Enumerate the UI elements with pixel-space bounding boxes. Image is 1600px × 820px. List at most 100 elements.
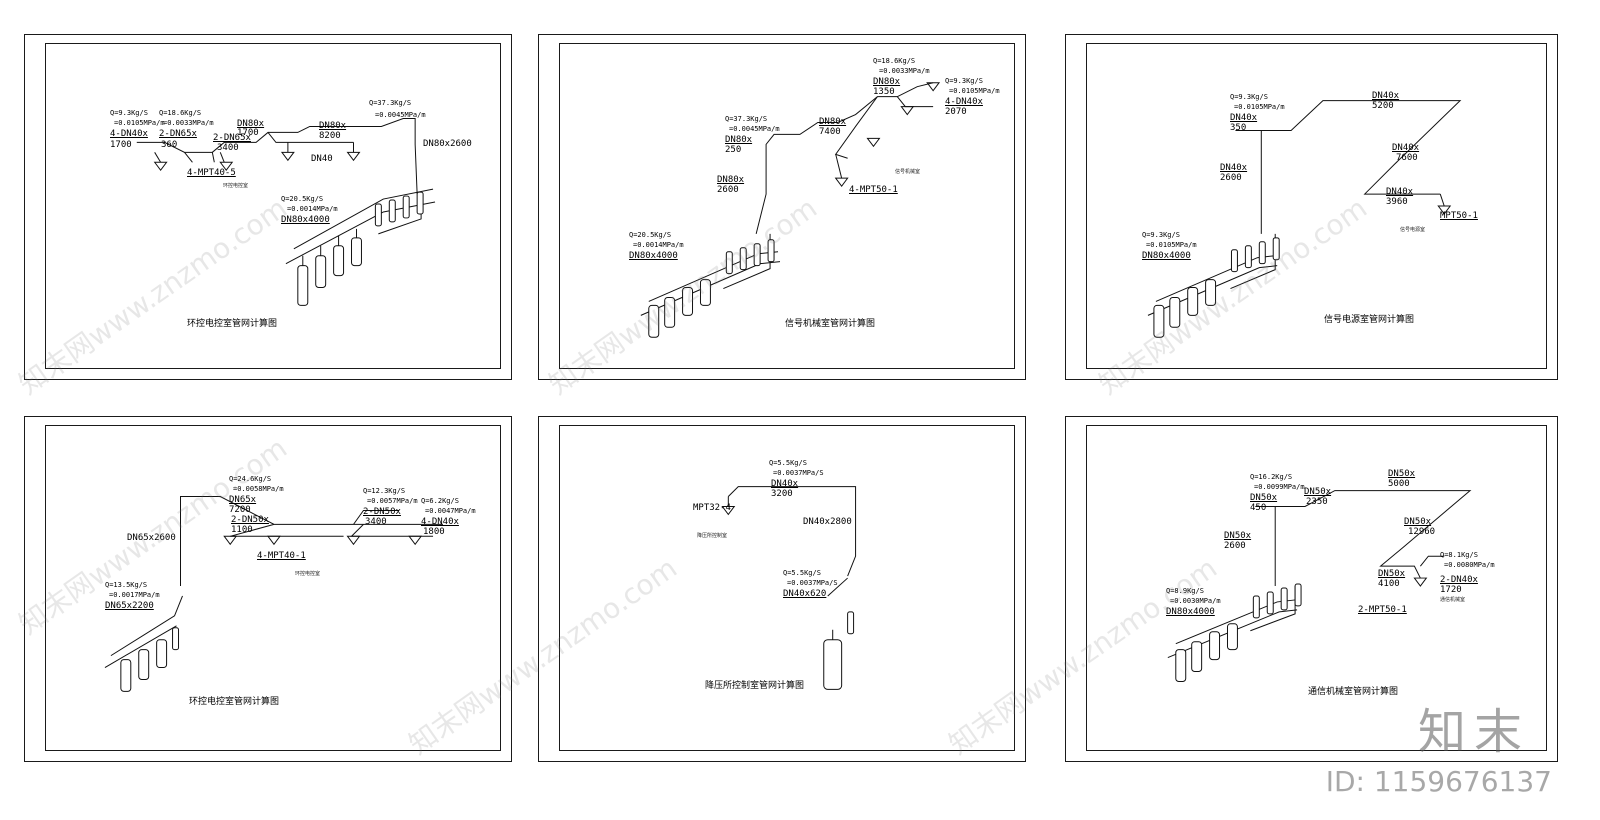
- pipe-size-label: 2-DN50x: [363, 507, 401, 517]
- drawing-sheet-3: Q=9.3Kg/S =0.0105MPa/m DN40x 350 DN40x 5…: [1065, 34, 1558, 380]
- pipe-size-label: DN40x: [1220, 163, 1248, 173]
- pipe-network-drawing-5: [721, 486, 857, 690]
- pipe-size-label: DN50x: [1388, 469, 1416, 479]
- drawing-caption: 通信机械室管网计算图: [1308, 687, 1399, 697]
- pressure-label: =0.0058MPa/m: [233, 485, 284, 493]
- pipe-size-label: DN40x: [1372, 91, 1400, 101]
- pressure-label: =0.0037MPa/S: [787, 579, 838, 587]
- flow-label: Q=13.5Kg/S: [105, 581, 148, 589]
- flow-label: Q=9.3Kg/S: [110, 109, 148, 117]
- flow-label: Q=16.2Kg/S: [1250, 473, 1293, 481]
- pipe-size-label: 2-DN50x: [231, 515, 269, 525]
- pipe-size-label: 2-DN65x: [159, 129, 197, 139]
- flow-label: Q=9.3Kg/S: [1142, 231, 1180, 239]
- pipe-length-label: 350: [1230, 123, 1247, 133]
- flow-label: Q=37.3Kg/S: [369, 99, 412, 107]
- cylinder-bank-4: [120, 627, 180, 692]
- sheet-frame: [45, 425, 501, 751]
- flow-label: Q=5.5Kg/S: [769, 459, 807, 467]
- pipe-network-drawing-2: [640, 82, 941, 338]
- pipe-size-label: DN50x: [1378, 569, 1406, 579]
- pipe-size-label: DN80x4000: [281, 215, 330, 225]
- pressure-label: =0.0057MPa/m: [367, 497, 418, 505]
- flow-label: Q=18.6Kg/S: [873, 57, 916, 65]
- cylinder-bank-5: [823, 611, 855, 690]
- pipe-length-label: 5000: [1388, 479, 1410, 489]
- pipe-size-label: DN65x: [229, 495, 257, 505]
- pipe-size-label: 4-DN40x: [421, 517, 459, 527]
- sheet-frame: [559, 43, 1015, 369]
- sheet-frame: [45, 43, 501, 369]
- cylinder-bank-6: [1175, 583, 1302, 682]
- drawing-caption: 环控电控室管网计算图: [187, 319, 278, 329]
- pipe-size-label: DN80x: [725, 135, 753, 145]
- pipe-size-label: DN40x: [1230, 113, 1258, 123]
- pipe-size-label: DN40x: [1392, 143, 1420, 153]
- pipe-length-label: 1720: [1440, 585, 1462, 595]
- pipe-size-label: DN80x: [319, 121, 347, 131]
- pipe-length-label: 360: [161, 140, 178, 150]
- cylinder-bank-1: [297, 191, 424, 306]
- drawing-sheet-5: Q=5.5Kg/S =0.0037MPa/S DN40x 3200 MPT32-…: [538, 416, 1026, 762]
- pressure-label: =0.0047MPa/m: [425, 507, 476, 515]
- pipe-length-label: 3960: [1386, 197, 1408, 207]
- pipe-size-label: DN80x: [873, 77, 901, 87]
- flow-label: Q=12.3Kg/S: [363, 487, 406, 495]
- pipe-size-label: DN80x: [717, 175, 745, 185]
- nozzle-label: 4-MPT40-1: [257, 551, 306, 561]
- pipe-length-label: 450: [1250, 503, 1267, 513]
- room-label: 通信机械室: [1440, 597, 1466, 603]
- flow-label: Q=6.2Kg/S: [421, 497, 459, 505]
- pipe-size-label: DN65x2600: [127, 533, 176, 543]
- pipe-network-drawing-4: [104, 496, 443, 692]
- pipe-size-label: DN50x: [1250, 493, 1278, 503]
- room-label: 环控电控室: [223, 183, 249, 189]
- nozzle-label: MPT50-1: [1440, 211, 1478, 221]
- pipe-length-label: 2600: [1224, 541, 1246, 551]
- pipe-network-drawing-3: [1147, 100, 1462, 338]
- drawing-caption: 降压所控制室管网计算图: [705, 681, 805, 691]
- nozzle-label: MPT32-4: [693, 503, 731, 513]
- pressure-label: =0.0014MPa/m: [633, 241, 684, 249]
- pipe-size-label: DN50x: [1404, 517, 1432, 527]
- pipe-size-label: DN80x: [237, 119, 265, 129]
- pipe-size-label: 2-DN40x: [1440, 575, 1478, 585]
- pipe-size-label: DN50x: [1304, 487, 1332, 497]
- drawing-caption: 环控电控室管网计算图: [189, 697, 280, 707]
- pipe-size-label: DN80x4000: [629, 251, 678, 261]
- pipe-network-drawing-1: [136, 118, 436, 306]
- flow-label: Q=8.9Kg/S: [1166, 587, 1204, 595]
- pipe-length-label: 2600: [717, 185, 739, 195]
- pipe-size-label: 4-DN40x: [945, 97, 983, 107]
- pipe-size-label: DN80x4000: [1166, 607, 1215, 617]
- flow-label: Q=18.6Kg/S: [159, 109, 202, 117]
- drawing-sheet-6: Q=16.2Kg/S =0.0099MPa/m DN50x 450 DN50x …: [1065, 416, 1558, 762]
- flow-label: Q=20.5Kg/S: [629, 231, 672, 239]
- pipe-length-label: 7200: [229, 505, 251, 515]
- pipe-network-drawing-6: [1167, 490, 1472, 682]
- pipe-size-label: DN65x2200: [105, 601, 154, 611]
- pipe-length-label: 1100: [231, 525, 253, 535]
- brand-id-label: ID: 1159676137: [1325, 765, 1552, 798]
- pressure-label: =0.0105MPa/m: [1146, 241, 1197, 249]
- flow-label: Q=9.3Kg/S: [1230, 93, 1268, 101]
- cylinder-bank-2: [648, 239, 775, 338]
- pipe-length-label: 7400: [819, 127, 841, 137]
- pressure-label: =0.0080MPa/m: [1444, 561, 1495, 569]
- pipe-size-label: DN40x: [1386, 187, 1414, 197]
- drawing-caption: 信号电源室管网计算图: [1324, 315, 1415, 325]
- pipe-length-label: 7600: [1396, 153, 1418, 163]
- pipe-length-label: 1350: [873, 87, 895, 97]
- pipe-length-label: 1700: [110, 140, 132, 150]
- pipe-size-label: DN40x620: [783, 589, 827, 599]
- pipe-length-label: 3400: [365, 517, 387, 527]
- pipe-length-label: 5200: [1372, 101, 1394, 111]
- pipe-length-label: 8200: [319, 131, 341, 141]
- drawing-sheet-2: Q=18.6Kg/S =0.0033MPa/m DN80x 1350 Q=9.3…: [538, 34, 1026, 380]
- pressure-label: =0.0105MPa/m: [1234, 103, 1285, 111]
- pressure-label: =0.0017MPa/m: [109, 591, 160, 599]
- flow-label: Q=24.6Kg/S: [229, 475, 272, 483]
- room-label: 环控电控室: [295, 571, 321, 577]
- room-label: 信号机械室: [895, 169, 921, 175]
- pipe-length-label: 1800: [423, 527, 445, 537]
